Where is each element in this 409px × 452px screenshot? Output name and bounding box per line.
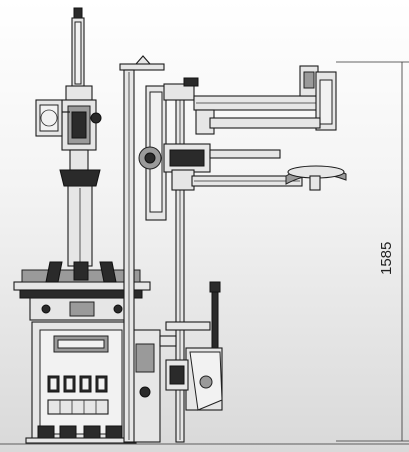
- machine-base: [25, 321, 161, 444]
- side-plate: [35, 99, 70, 137]
- tool-column: [59, 7, 102, 267]
- turntable: [13, 261, 151, 321]
- height-dimension-label: 1585: [378, 241, 395, 275]
- height-dimension-line: [336, 61, 409, 442]
- bead-breaker: [159, 281, 223, 411]
- mid-arm: [138, 143, 347, 191]
- upper-arm: [163, 65, 337, 135]
